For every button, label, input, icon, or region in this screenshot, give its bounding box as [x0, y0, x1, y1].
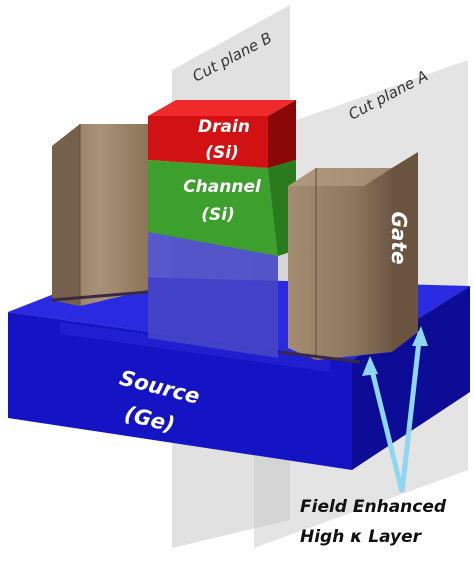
channel-label: Channel [183, 177, 262, 197]
gate-right [288, 152, 418, 360]
gate-left [52, 124, 148, 306]
callout-arrows [362, 326, 428, 493]
callout-label-line2: High κ Layer [300, 527, 423, 547]
channel-material-label: (Si) [201, 205, 235, 225]
callout-label-line1: Field Enhanced [300, 497, 447, 517]
drain-material-label: (Si) [205, 143, 239, 163]
drain-block [148, 100, 296, 168]
drain-label: Drain [198, 117, 250, 137]
high-k-edge-right [279, 350, 361, 364]
high-k-edge-left [51, 290, 149, 302]
gate-label: Gate [387, 211, 411, 264]
channel-lower-region [148, 232, 278, 358]
